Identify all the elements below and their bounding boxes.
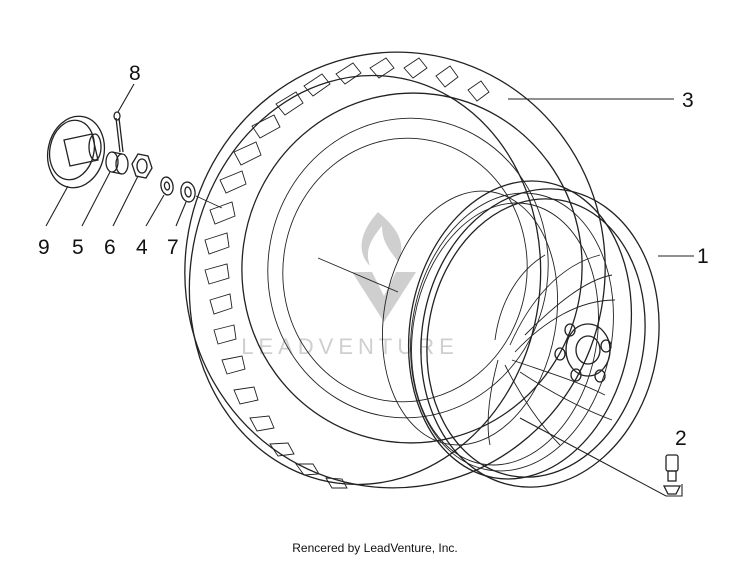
watermark-logo: LEADVENTURE [241,212,459,359]
callout-7: 7 [167,236,179,259]
leader-9 [45,185,69,227]
leader-4 [145,194,165,227]
axle-center-line [195,195,223,209]
leader-2 [519,417,683,497]
callout-6: 6 [104,236,116,259]
axle-center-line-inner [317,257,399,293]
leader-8 [117,83,135,113]
washer-4 [160,176,174,196]
spacer [105,151,129,175]
tire [184,51,606,489]
washer-7 [180,181,196,203]
callout-5: 5 [72,236,84,259]
leader-lines [45,83,694,497]
leader-5 [81,171,111,227]
leader-7 [175,201,187,227]
callout-4: 4 [136,236,148,259]
footer-credit: Rencered by LeadVenture, Inc. [292,541,458,555]
watermark-text: LEADVENTURE [241,334,459,359]
rim [381,180,660,488]
hub-cap [46,115,106,189]
callout-8: 8 [129,62,141,85]
callout-1: 1 [697,245,709,268]
cotter-pin [113,111,124,153]
callout-2: 2 [675,427,687,450]
callout-9: 9 [38,236,50,259]
valve-stem [662,454,682,495]
callout-numbers: 1 2 3 4 5 6 7 8 9 [38,62,709,450]
axle-nut [131,153,153,179]
leader-6 [112,175,139,227]
callout-3: 3 [682,89,694,112]
